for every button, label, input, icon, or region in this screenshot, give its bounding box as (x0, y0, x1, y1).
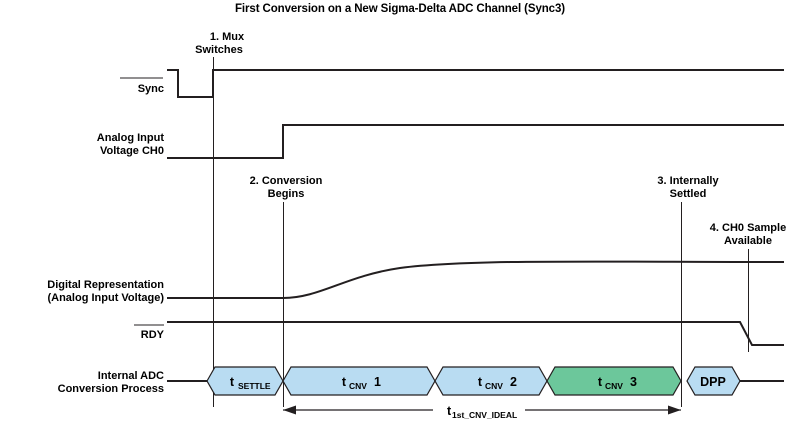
waveform-digital-representation (167, 260, 785, 299)
waveform-sync (167, 69, 784, 98)
internal-adc-label-line1: Internal ADC (98, 370, 164, 382)
waveform-analog-input (167, 124, 784, 159)
process-box-dpp-base: DPP (700, 375, 726, 389)
callout-ch0-sample-line1: 4. CH0 Sample (710, 222, 786, 234)
process-box-t-cnv1-sub: CNV (349, 381, 367, 391)
process-box-t-settle[interactable]: t SETTLE (206, 366, 284, 396)
signal-label-digital-representation: Digital Representation (Analog Input Vol… (47, 279, 164, 304)
callout-ch0-sample-available: 4. CH0 Sample Available (710, 222, 786, 247)
callout-conversion-begins: 2. Conversion Begins (250, 175, 323, 200)
page-title: First Conversion on a New Sigma-Delta AD… (235, 3, 565, 15)
process-box-t-settle-sub: SETTLE (238, 381, 271, 391)
process-box-t-cnv1-base: t (342, 375, 347, 389)
process-box-t-cnv3-tail: 3 (630, 375, 637, 389)
signal-label-rdy: RDY (134, 324, 165, 341)
process-box-t-cnv2-tail: 2 (510, 375, 517, 389)
signal-label-sync: Sync (120, 77, 164, 95)
process-box-t-settle-base: t (230, 375, 235, 389)
process-box-t-cnv3[interactable]: t CNV 3 (546, 366, 682, 396)
process-box-t-cnv3-sub: CNV (605, 381, 623, 391)
process-box-dpp-shape[interactable] (686, 366, 741, 396)
signal-label-rdy-text: RDY (141, 329, 165, 341)
process-box-t-cnv3-shape[interactable] (546, 366, 682, 396)
dimension-arrow-right (668, 405, 681, 415)
signal-label-analog-input: Analog Input Voltage CH0 (97, 132, 165, 157)
callout-mux-switches-line1: 1. Mux (210, 31, 245, 43)
process-box-dpp[interactable]: DPP (686, 366, 741, 396)
callout-mux-switches-line2: Switches (195, 44, 243, 56)
dimension-label-base: t (447, 404, 452, 418)
process-box-t-cnv1[interactable]: t CNV 1 (282, 366, 436, 396)
process-box-t-cnv2-sub: CNV (485, 381, 503, 391)
digital-rep-label-line1: Digital Representation (47, 279, 164, 291)
process-box-t-cnv2-base: t (478, 375, 483, 389)
analog-input-label-line1: Analog Input (97, 132, 165, 144)
process-box-t-cnv3-base: t (598, 375, 603, 389)
callout-mux-switches: 1. Mux Switches (195, 31, 245, 56)
dimension-t-1st-cnv-ideal: t 1st_CNV_IDEAL (283, 404, 681, 420)
digital-rep-label-line2: (Analog Input Voltage) (47, 292, 164, 304)
callout-conversion-begins-line1: 2. Conversion (250, 175, 323, 187)
analog-input-label-line2: Voltage CH0 (100, 145, 164, 157)
callout-conversion-begins-line2: Begins (268, 188, 305, 200)
callout-internally-settled: 3. Internally Settled (657, 175, 719, 200)
process-box-t-cnv2[interactable]: t CNV 2 (434, 366, 548, 396)
signal-label-sync-text: Sync (138, 83, 164, 95)
dimension-label-sub: 1st_CNV_IDEAL (452, 410, 517, 420)
callout-internally-settled-line2: Settled (670, 188, 707, 200)
dimension-arrow-left (283, 405, 296, 415)
process-box-t-cnv1-tail: 1 (374, 375, 381, 389)
waveform-rdy (167, 321, 784, 346)
callout-ch0-sample-line2: Available (724, 235, 772, 247)
internal-adc-label-line2: Conversion Process (58, 383, 164, 395)
signal-label-internal-adc: Internal ADC Conversion Process (58, 370, 164, 395)
callout-internally-settled-line1: 3. Internally (657, 175, 719, 187)
